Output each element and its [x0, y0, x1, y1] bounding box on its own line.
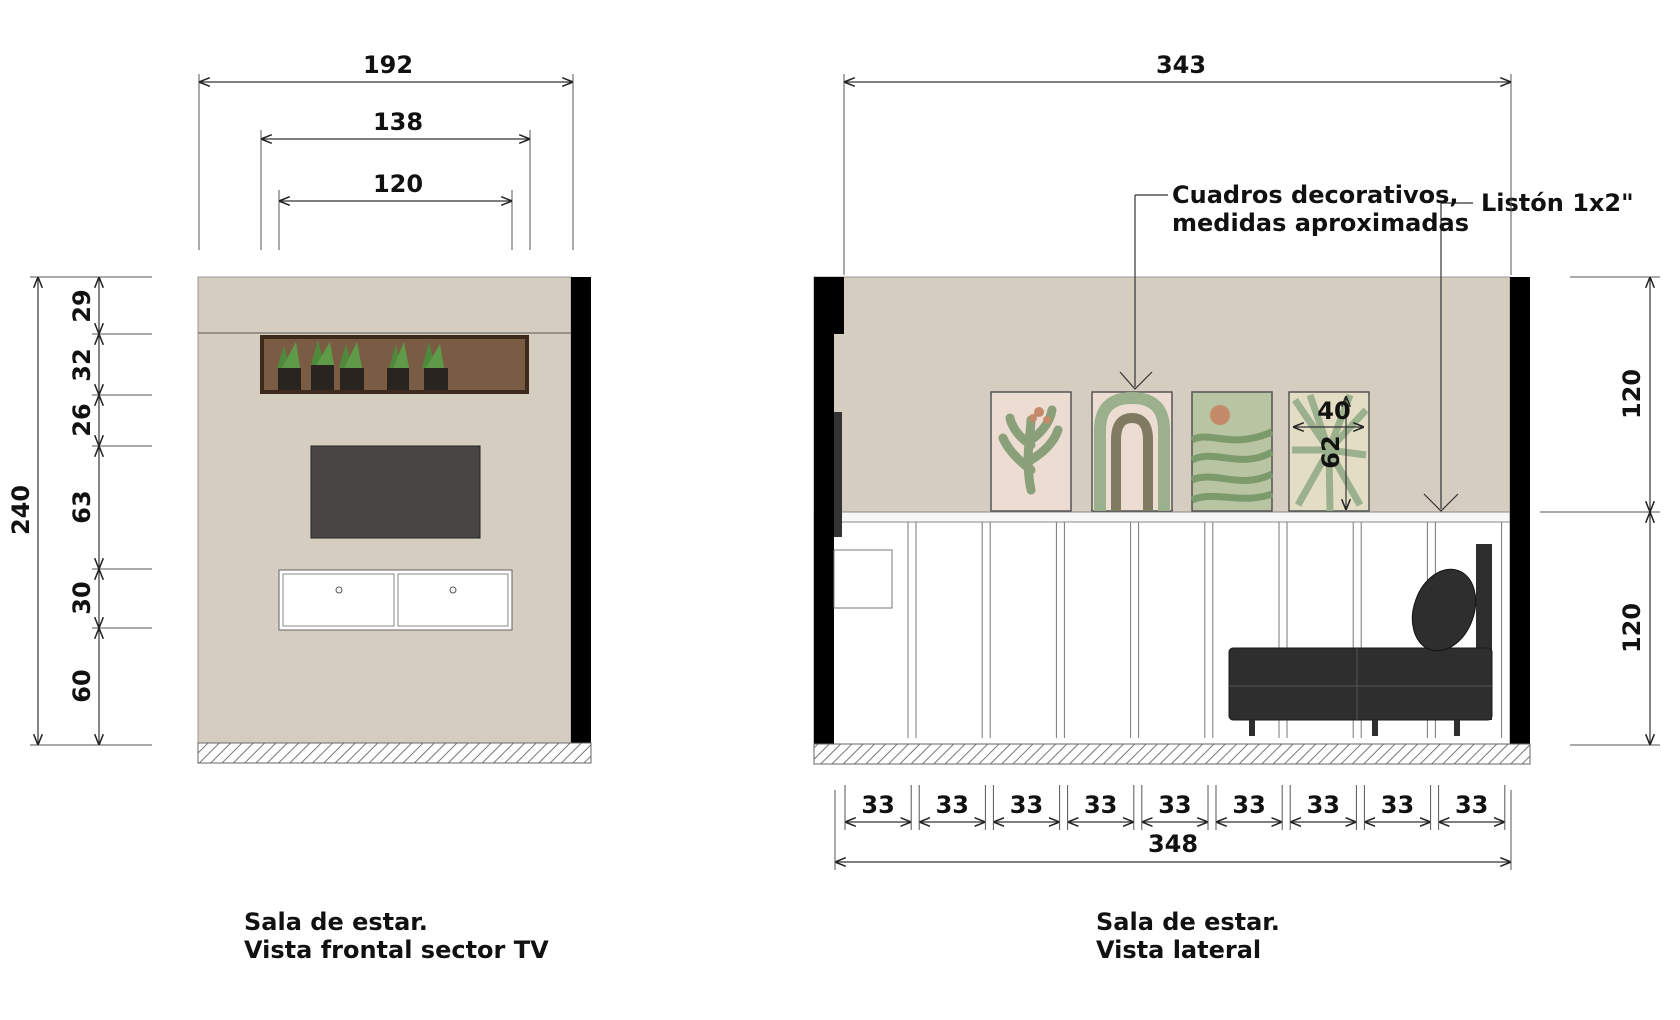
front-caption-subtitle: Vista frontal sector TV: [244, 936, 549, 964]
plant-icon: [311, 340, 334, 390]
dim-front-width: 192: [363, 51, 413, 79]
dim-shelf-width: 138: [373, 108, 423, 136]
sofa: [1228, 544, 1493, 736]
side-floor-hatch: [813, 743, 1531, 765]
left-upper-block: [834, 277, 844, 334]
dim-slat-spacing: 33: [861, 791, 894, 819]
label-frames: Cuadros decorativos,: [1172, 181, 1458, 209]
plant-icon: [339, 342, 364, 390]
dim-slat-spacing: 33: [1381, 791, 1414, 819]
top-slat: [813, 511, 1511, 523]
plant-icon: [387, 342, 409, 390]
dim-vertical-segment: 29: [68, 289, 96, 322]
dim-side-total-length: 348: [1148, 830, 1198, 858]
dim-slat-spacing: 33: [1455, 791, 1488, 819]
label-frames-note: medidas aproximadas: [1172, 209, 1469, 237]
dim-slat-spacing: 33: [1232, 791, 1265, 819]
dim-slat-spacing: 33: [1084, 791, 1117, 819]
tv-side-profile: [834, 412, 842, 537]
tv-cabinet: [278, 569, 513, 631]
side-caption-subtitle: Vista lateral: [1096, 936, 1261, 964]
front-view: 192 138 120 240 29 32 26 63 30 60 Sala d…: [7, 51, 592, 964]
side-wall-left: [814, 277, 834, 744]
dim-frame-width: 40: [1317, 397, 1350, 425]
callout-slat-leader: [1423, 203, 1459, 512]
plant-icon: [422, 342, 448, 390]
front-caption-title: Sala de estar.: [244, 908, 428, 936]
front-floor-hatch: [197, 742, 592, 764]
decorative-frame: [1190, 391, 1274, 512]
dim-vertical-segment: 32: [68, 348, 96, 381]
tv-cabinet-side: [833, 549, 893, 609]
dim-tv-width: 120: [373, 170, 423, 198]
label-slat: Listón 1x2": [1481, 189, 1634, 217]
cabinet-knob-icon: [449, 586, 457, 594]
dim-slat-spacing: 33: [1010, 791, 1043, 819]
dim-upper-height: 120: [1618, 369, 1646, 419]
bottom-slat-dimensions: 33 33 33 33 33 33 33 33 33: [844, 785, 1506, 830]
dim-frame-height: 62: [1317, 435, 1345, 468]
dim-vertical-segment: 60: [68, 669, 96, 702]
cabinet-knob-icon: [335, 586, 343, 594]
dim-vertical-segment: 26: [68, 403, 96, 436]
front-wall-edge: [571, 277, 591, 743]
dim-front-total-height: 240: [7, 485, 35, 535]
plant-icon: [277, 342, 301, 390]
callout-frames-leader: [1119, 195, 1153, 390]
dim-vertical-segment: 30: [68, 581, 96, 614]
dim-lower-height: 120: [1618, 603, 1646, 653]
dim-slat-spacing: 33: [936, 791, 969, 819]
dim-slat-spacing: 33: [1158, 791, 1191, 819]
dim-vertical-segment: 63: [68, 490, 96, 523]
side-wall-right: [1510, 277, 1530, 744]
floating-shelf: [260, 335, 529, 394]
dim-side-width: 343: [1156, 51, 1206, 79]
dim-slat-spacing: 33: [1307, 791, 1340, 819]
decorative-frame: [990, 391, 1072, 512]
tv-screen: [310, 445, 481, 539]
side-caption-title: Sala de estar.: [1096, 908, 1280, 936]
decorative-frame: [1091, 391, 1173, 512]
side-view: 40 62 Cuadros decorativos, medidas aprox…: [813, 51, 1660, 964]
